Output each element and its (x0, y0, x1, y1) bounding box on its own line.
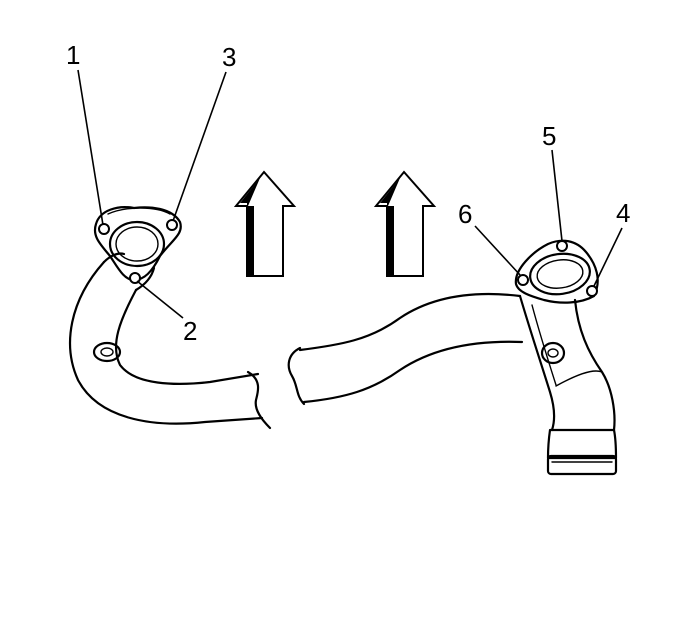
up-direction-arrow-left (233, 170, 297, 277)
leader-2 (136, 280, 184, 319)
callout-1: 1 (66, 40, 80, 70)
right-flange (514, 239, 599, 304)
callout-numbers: 1 3 2 5 4 6 (66, 40, 630, 346)
leader-3 (172, 71, 227, 222)
up-direction-arrow-right (373, 170, 437, 277)
right-flange-bolt-hole-5 (556, 240, 568, 252)
left-flange-bolt-hole-3 (166, 219, 178, 231)
left-flange-opening (108, 220, 166, 268)
callout-5: 5 (542, 121, 556, 151)
left-flange-bolt-hole-1 (98, 223, 110, 235)
left-sensor-boss (92, 341, 122, 363)
right-pipe-outlet (546, 428, 618, 460)
callout-3: 3 (222, 42, 236, 72)
left-flange (93, 206, 182, 282)
left-pipe-section (68, 206, 272, 430)
right-pipe-section (287, 239, 618, 476)
right-flange-opening (529, 252, 591, 296)
right-flange-bolt-hole-4 (586, 285, 598, 297)
right-flange-bolt-hole-6 (517, 274, 529, 286)
right-sensor-boss (540, 341, 566, 365)
callout-6: 6 (458, 199, 472, 229)
leader-6 (474, 225, 522, 277)
leader-1 (77, 69, 104, 226)
leader-4 (593, 227, 623, 287)
callout-4: 4 (616, 198, 630, 228)
callout-2: 2 (183, 316, 197, 346)
callout-leaders (77, 69, 623, 319)
leader-5 (551, 149, 563, 242)
